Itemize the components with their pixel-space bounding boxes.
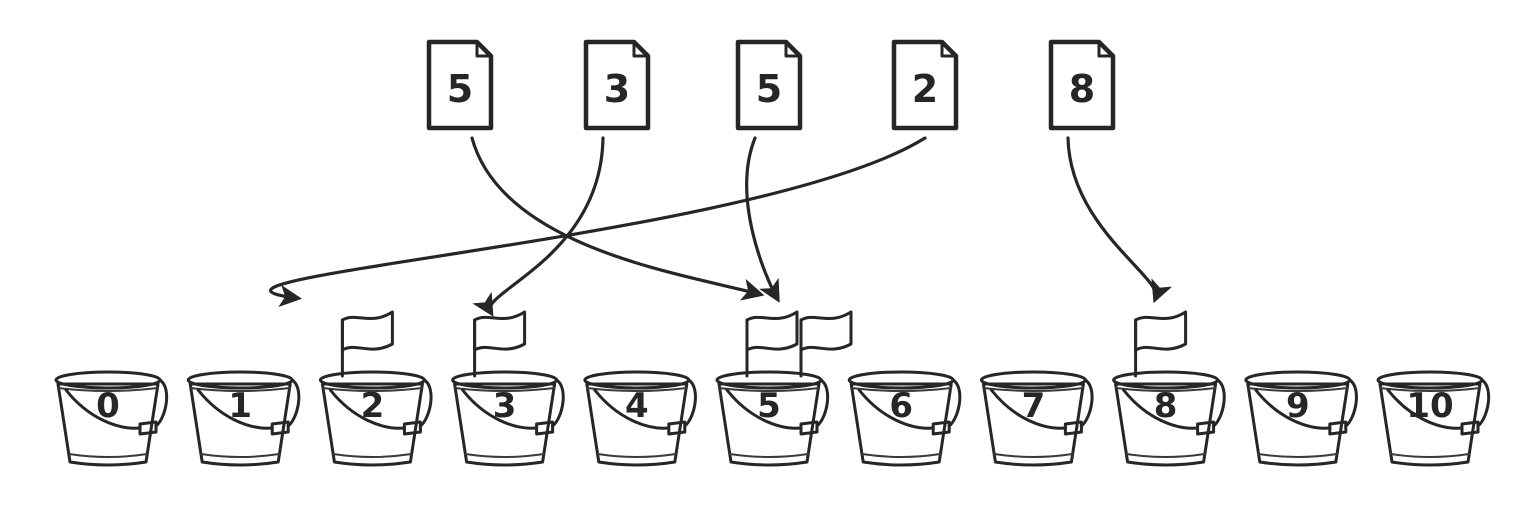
bucket-label: 7 [1022, 386, 1046, 426]
bucket-body [585, 382, 689, 467]
bucket-body [56, 382, 160, 467]
arrows [269, 136, 1173, 317]
document-icon: 3 [583, 39, 651, 131]
bucket-body [188, 382, 292, 467]
bucket-7: 7 [979, 370, 1094, 467]
bucket-label: 2 [361, 386, 385, 426]
bucket-label: 6 [889, 386, 913, 426]
bucket-handle [1386, 388, 1464, 430]
bucket-label: 3 [493, 386, 517, 426]
flag-icon [1134, 310, 1188, 378]
bucket-body [981, 382, 1085, 467]
document-icon: 5 [426, 39, 494, 131]
bucket-body [1246, 382, 1350, 467]
bucket-handle [328, 388, 406, 430]
bucket-handle [196, 388, 274, 430]
bucket-6: 6 [847, 370, 962, 467]
arrow-to-bucket-2 [269, 136, 927, 308]
bucket-handle [64, 388, 142, 430]
bucket-4: 4 [583, 370, 697, 467]
bucket-label: 4 [625, 386, 649, 426]
bucket-10: 10 [1376, 370, 1491, 467]
buckets: 0 1 2 3 4 5 6 7 8 9 10 [54, 310, 1491, 467]
flag-icon [745, 310, 799, 378]
arrow-to-bucket-5 [470, 136, 765, 301]
bucket-5: 5 [715, 310, 853, 467]
bucket-body [717, 382, 821, 467]
flag-icon [340, 310, 394, 378]
document-icon: 5 [735, 39, 803, 131]
bucket-9: 9 [1244, 370, 1358, 467]
document-label: 8 [1069, 67, 1095, 111]
bucket-2: 2 [318, 310, 433, 467]
bucket-body [453, 382, 557, 467]
arrow-to-bucket-3 [472, 136, 605, 317]
document-label: 5 [447, 67, 473, 111]
bucket-label: 1 [228, 386, 252, 426]
bucket-label: 9 [1286, 386, 1310, 426]
bucket-0: 0 [54, 370, 169, 467]
bucket-handle [1122, 388, 1200, 430]
document-label: 5 [756, 67, 782, 111]
bucket-handle [857, 388, 935, 430]
bucket-label: 0 [96, 386, 120, 426]
bucket-1: 1 [186, 370, 301, 467]
bucket-body [1114, 382, 1218, 467]
bucket-label: 5 [757, 386, 781, 426]
bucket-body [849, 382, 953, 467]
bucket-label: 8 [1154, 386, 1178, 426]
bucket-handle [1254, 388, 1332, 430]
document-icon: 8 [1048, 39, 1116, 131]
bucket-body [1378, 382, 1482, 467]
bucket-handle [725, 388, 803, 430]
flag-icon [473, 310, 527, 378]
arrow-to-bucket-5 [745, 136, 780, 303]
bucket-handle [593, 388, 671, 430]
bucket-8: 8 [1112, 310, 1226, 467]
bucket-3: 3 [451, 310, 565, 467]
document-label: 3 [604, 67, 630, 111]
flag-icon [799, 310, 853, 378]
document-label: 2 [912, 67, 938, 111]
bucket-label: 10 [1406, 386, 1453, 426]
bucket-handle [461, 388, 539, 430]
bucket-handle [989, 388, 1067, 430]
bucket-body [320, 382, 424, 467]
document-icon: 2 [891, 39, 959, 131]
arrow-to-bucket-8 [1066, 136, 1173, 304]
documents: 5 3 5 2 8 [426, 39, 1116, 131]
